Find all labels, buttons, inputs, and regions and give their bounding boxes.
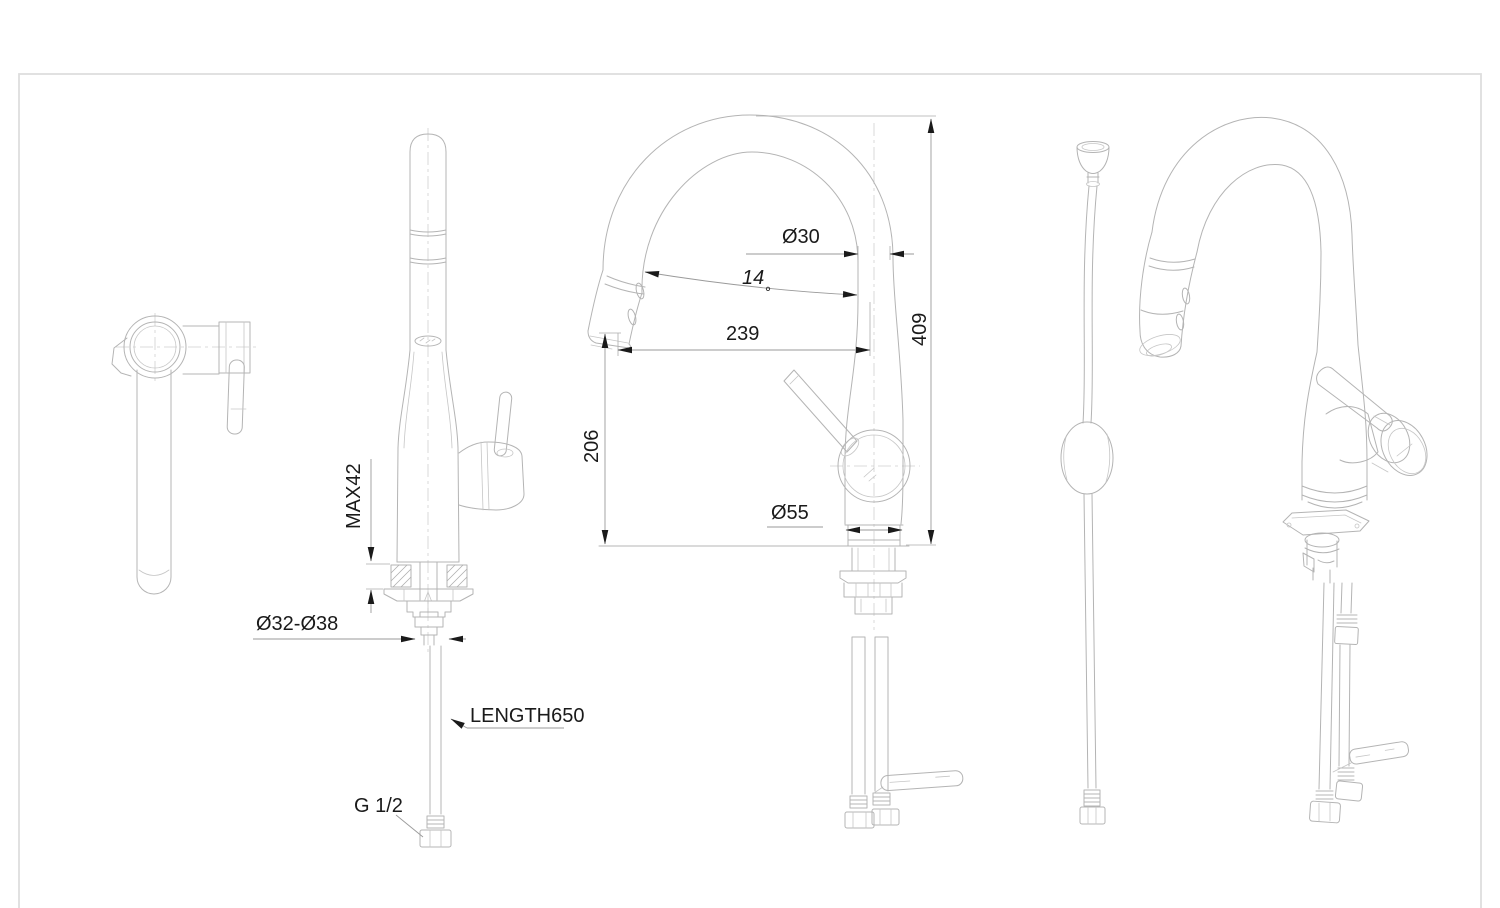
dim-thread: G 1/2 [354,795,424,838]
ring-tab [111,337,132,377]
mounting-bracket-iso [1282,509,1370,536]
hose-length-label: LENGTH650 [470,705,585,727]
warning-tag [880,770,964,792]
dim-mounting-hole: Ø32-Ø38 [253,613,466,643]
spout-column [409,133,447,351]
front-view: Ø30 14 ° 239 409 206 Ø55 [581,114,964,829]
outlet-height-label: 206 [581,430,603,463]
dim-spray-angle: 14 ° [644,267,858,301]
handle-lever-iso [1316,366,1393,432]
valve-body-top [182,325,220,375]
pullout-hose [1060,141,1114,825]
mounting-hardware-front [839,547,907,615]
body-diameter-label: Ø55 [771,502,809,524]
thread-label: G 1/2 [354,795,403,817]
handle-lever-side [493,391,513,457]
dim-max42: MAX42 [343,459,390,613]
spray-head-front [587,269,646,350]
hose-nut [1079,806,1106,825]
drawing-frame [18,73,1482,908]
dim-hose-length: LENGTH650 [450,705,585,729]
mounting-hardware-side [383,588,474,646]
gooseneck-inner [641,151,859,294]
faucet-isometric [1139,116,1428,824]
gooseneck-iso-inner [1196,163,1322,501]
spout-reach-label: 239 [726,323,759,345]
lock-ring-iso [1302,539,1340,584]
spray-button [627,308,637,326]
warning-tag [1349,741,1410,765]
perspective-view [1060,116,1428,825]
aerator-side [414,335,442,347]
top-view [111,313,258,595]
spout-tube-top [136,369,172,595]
mounting-hole-label: Ø32-Ø38 [256,613,338,635]
side-view: MAX42 Ø32-Ø38 LENGTH650 G 1/2 [253,128,585,848]
spray-angle-label: 14 [742,267,764,289]
handle-cap-front [837,429,911,503]
gooseneck-outer [602,114,894,271]
dim-spout-diameter: Ø30 [746,226,914,260]
spout-swivel-ring [123,315,187,379]
handle-cap-iso [1380,420,1428,476]
gooseneck-iso-outer [1151,116,1368,501]
hose-weight [1060,421,1114,495]
hose-nut [1334,780,1364,802]
handle-socket-side [458,441,525,511]
hose-nut [419,829,452,848]
hose-nut [871,808,900,826]
handle-lever-front [783,369,858,453]
spray-button [635,282,645,300]
spray-button [1181,287,1191,305]
hose-nut [844,811,875,829]
dim-spout-reach: 239 [617,302,871,356]
hose-nut [1309,800,1341,824]
dim-body-diameter: Ø55 [767,502,903,534]
spray-angle-degree: ° [765,284,771,301]
supply-hose-side [419,645,452,848]
dim-overall-height: 409 [756,115,936,546]
quick-connect-nut [1334,626,1359,646]
handle-front [783,369,911,503]
handle-lever-top [226,359,245,435]
spout-diameter-label: Ø30 [782,226,820,248]
supply-hoses-front [844,636,964,829]
max42-label: MAX42 [343,463,365,529]
overall-height-label: 409 [909,313,931,346]
spray-button [1175,313,1185,331]
base-iso [1301,485,1368,509]
dim-outlet-height: 206 [581,332,621,545]
base-front [844,524,904,547]
counter-section [390,564,468,588]
